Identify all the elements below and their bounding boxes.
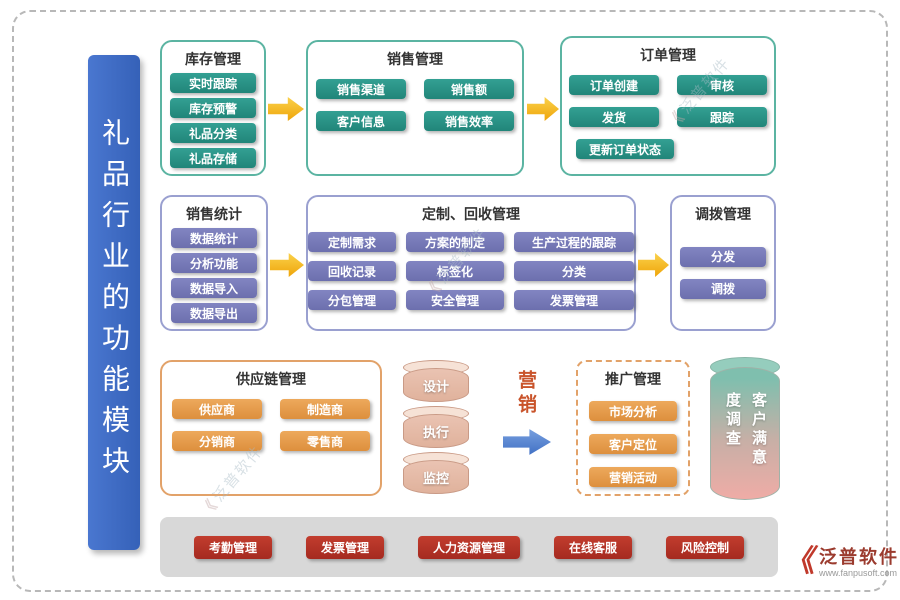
module-chip: 销售额 bbox=[424, 79, 514, 99]
module-chip: 库存预警 bbox=[170, 98, 256, 118]
module-chip: 市场分析 bbox=[589, 401, 677, 421]
bottom-modules-bar: 考勤管理 发票管理 人力资源管理 在线客服 风险控制 bbox=[160, 517, 778, 577]
module-chip: 销售效率 bbox=[424, 111, 514, 131]
module-chip: 零售商 bbox=[280, 431, 370, 451]
module-chip: 审核 bbox=[677, 75, 767, 95]
module-chip: 礼品存储 bbox=[170, 148, 256, 168]
marketing-label: 营销 bbox=[515, 370, 536, 418]
group-title: 定制、回收管理 bbox=[422, 206, 520, 222]
group-title: 库存管理 bbox=[185, 51, 241, 67]
fanpu-logo-text: 泛普软件 www.fanpusoft.com bbox=[819, 546, 899, 578]
module-chip: 定制需求 bbox=[308, 232, 396, 252]
order-items: 订单创建 审核 发货 跟踪 bbox=[562, 75, 774, 127]
module-chip: 生产过程的跟踪 bbox=[514, 232, 634, 252]
module-chip: 数据统计 bbox=[171, 228, 257, 248]
custom-items: 定制需求 方案的制定 生产过程的跟踪 回收记录 标签化 分类 分包管理 安全管理… bbox=[308, 232, 634, 310]
group-title: 推广管理 bbox=[605, 371, 661, 387]
promotion-items: 市场分析 客户定位 营销活动 bbox=[578, 401, 688, 487]
cylinder-customer-satisfaction: 客户满意度调查 bbox=[710, 357, 780, 500]
order-items-row2: 更新订单状态 bbox=[576, 139, 774, 159]
module-chip: 营销活动 bbox=[589, 467, 677, 487]
group-promotion-management: 推广管理 市场分析 客户定位 营销活动 bbox=[576, 360, 690, 496]
sales-items: 销售渠道 销售额 客户信息 销售效率 bbox=[308, 79, 522, 131]
group-inventory-management: 库存管理 实时跟踪 库存预警 礼品分类 礼品存储 bbox=[160, 40, 266, 176]
cylinder-label: 执行 bbox=[403, 414, 469, 448]
brand-url: www.fanpusoft.com bbox=[819, 568, 898, 578]
cylinder-label: 监控 bbox=[403, 460, 469, 494]
group-order-management: 订单管理 订单创建 审核 发货 跟踪 更新订单状态 bbox=[560, 36, 776, 176]
diagram-title: 礼品行业的功能模块 bbox=[99, 118, 130, 487]
allocation-items: 分发 调拨 bbox=[672, 228, 774, 329]
outer-dashed-border bbox=[12, 10, 888, 592]
module-chip: 发票管理 bbox=[514, 290, 634, 310]
module-chip: 分发 bbox=[680, 246, 766, 267]
module-chip: 客户信息 bbox=[316, 111, 406, 131]
module-chip: 实时跟踪 bbox=[170, 73, 256, 93]
module-chip: 制造商 bbox=[280, 399, 370, 419]
cylinder-body: 客户满意度调查 bbox=[710, 367, 780, 500]
brand-name: 泛普软件 bbox=[819, 547, 899, 567]
stats-items: 数据统计 分析功能 数据导入 数据导出 bbox=[162, 228, 266, 323]
module-chip: 数据导出 bbox=[171, 303, 257, 323]
module-chip: 订单创建 bbox=[569, 75, 659, 95]
module-chip: 分销商 bbox=[172, 431, 262, 451]
group-allocation-management: 调拨管理 分发 调拨 bbox=[670, 195, 776, 331]
fanpu-logo-icon: 《 bbox=[783, 545, 819, 578]
group-title: 销售统计 bbox=[186, 206, 242, 222]
module-chip: 分类 bbox=[514, 261, 634, 281]
group-title: 销售管理 bbox=[387, 51, 443, 67]
group-sales-statistics: 销售统计 数据统计 分析功能 数据导入 数据导出 bbox=[160, 195, 268, 331]
module-chip: 在线客服 bbox=[553, 535, 632, 559]
module-chip: 调拨 bbox=[680, 278, 766, 299]
left-title-banner: 礼品行业的功能模块 bbox=[88, 55, 140, 550]
module-chip: 考勤管理 bbox=[193, 535, 272, 559]
cylinder-execute: 执行 bbox=[403, 406, 469, 448]
module-chip: 供应商 bbox=[172, 399, 262, 419]
module-chip: 发票管理 bbox=[305, 535, 384, 559]
group-title: 调拨管理 bbox=[695, 206, 751, 222]
module-chip: 风险控制 bbox=[665, 535, 744, 559]
module-chip: 客户定位 bbox=[589, 434, 677, 454]
cylinder-design: 设计 bbox=[403, 360, 469, 402]
inventory-items: 实时跟踪 库存预警 礼品分类 礼品存储 bbox=[162, 73, 264, 168]
module-chip: 跟踪 bbox=[677, 107, 767, 127]
group-custom-recycle-management: 定制、回收管理 定制需求 方案的制定 生产过程的跟踪 回收记录 标签化 分类 分… bbox=[306, 195, 636, 331]
module-chip: 发货 bbox=[569, 107, 659, 127]
module-chip: 更新订单状态 bbox=[576, 139, 674, 159]
cylinder-label: 设计 bbox=[403, 368, 469, 402]
fanpu-logo: 《 泛普软件 www.fanpusoft.com bbox=[783, 545, 899, 578]
group-supply-chain-management: 供应链管理 供应商 制造商 分销商 零售商 bbox=[160, 360, 382, 496]
group-sales-management: 销售管理 销售渠道 销售额 客户信息 销售效率 bbox=[306, 40, 524, 176]
module-chip: 方案的制定 bbox=[406, 232, 504, 252]
module-chip: 标签化 bbox=[406, 261, 504, 281]
module-chip: 回收记录 bbox=[308, 261, 396, 281]
module-chip: 分包管理 bbox=[308, 290, 396, 310]
module-chip: 销售渠道 bbox=[316, 79, 406, 99]
cylinder-monitor: 监控 bbox=[403, 452, 469, 494]
module-chip: 数据导入 bbox=[171, 278, 257, 298]
module-chip: 人力资源管理 bbox=[417, 535, 520, 559]
module-chip: 安全管理 bbox=[406, 290, 504, 310]
module-chip: 分析功能 bbox=[171, 253, 257, 273]
satisfaction-label: 客户满意度调查 bbox=[724, 391, 767, 468]
group-title: 订单管理 bbox=[640, 47, 696, 63]
supply-items: 供应商 制造商 分销商 零售商 bbox=[162, 399, 380, 451]
module-chip: 礼品分类 bbox=[170, 123, 256, 143]
group-title: 供应链管理 bbox=[236, 371, 306, 387]
